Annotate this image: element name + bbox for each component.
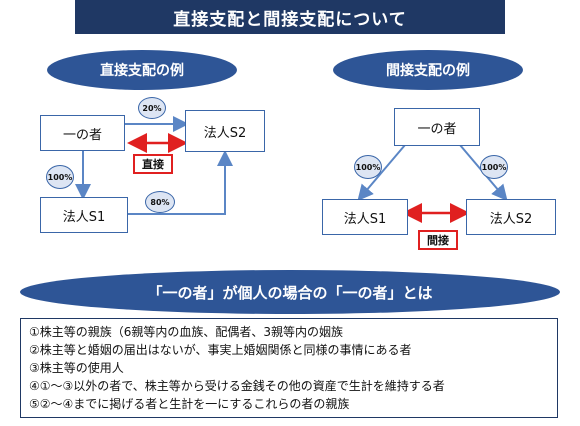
direct-corp-s1-box: 法人S1: [40, 197, 128, 233]
indirect-pct-right: 100%: [480, 155, 508, 179]
definition-item: ④①～③以外の者で、株主等から受ける金銭その他の資産で生計を維持する者: [29, 379, 445, 393]
indirect-corp-s2-box: 法人S2: [466, 199, 556, 235]
definition-list: ①株主等の親族（6親等内の血族、配偶者、3親等内の姻族 ②株主等と婚姻の届出はな…: [20, 318, 558, 418]
direct-pct-left: 100%: [46, 165, 74, 189]
direct-corp-s2-box: 法人S2: [185, 110, 265, 152]
indirect-corp-s1-box: 法人S1: [322, 199, 408, 235]
arrow-s1-to-s2: [128, 150, 233, 215]
direct-tag: 直接: [133, 154, 173, 174]
page-title: 直接支配と間接支配について: [75, 0, 505, 34]
direct-heading: 直接支配の例: [47, 50, 237, 90]
arrow-ind-ichi-to-s1: [357, 144, 406, 202]
definition-heading: 「一の者」が個人の場合の「一の者」とは: [20, 270, 560, 314]
direct-pct-top: 20%: [138, 97, 166, 119]
indirect-pct-left: 100%: [354, 155, 382, 179]
definition-item: ①株主等の親族（6親等内の血族、配偶者、3親等内の姻族: [29, 325, 344, 339]
direct-ichi-no-mono-box: 一の者: [40, 115, 125, 151]
direct-pct-bottom: 80%: [145, 191, 175, 213]
definition-item: ③株主等の使用人: [29, 361, 124, 375]
indirect-ichi-no-mono-box: 一の者: [394, 108, 480, 146]
definition-item: ②株主等と婚姻の届出はないが、事実上婚姻関係と同様の事情にある者: [29, 343, 412, 357]
definition-item: ⑤②～④までに掲げる者と生計を一にするこれらの者の親族: [29, 397, 350, 411]
indirect-tag: 間接: [418, 230, 458, 250]
indirect-heading: 間接支配の例: [333, 50, 523, 90]
